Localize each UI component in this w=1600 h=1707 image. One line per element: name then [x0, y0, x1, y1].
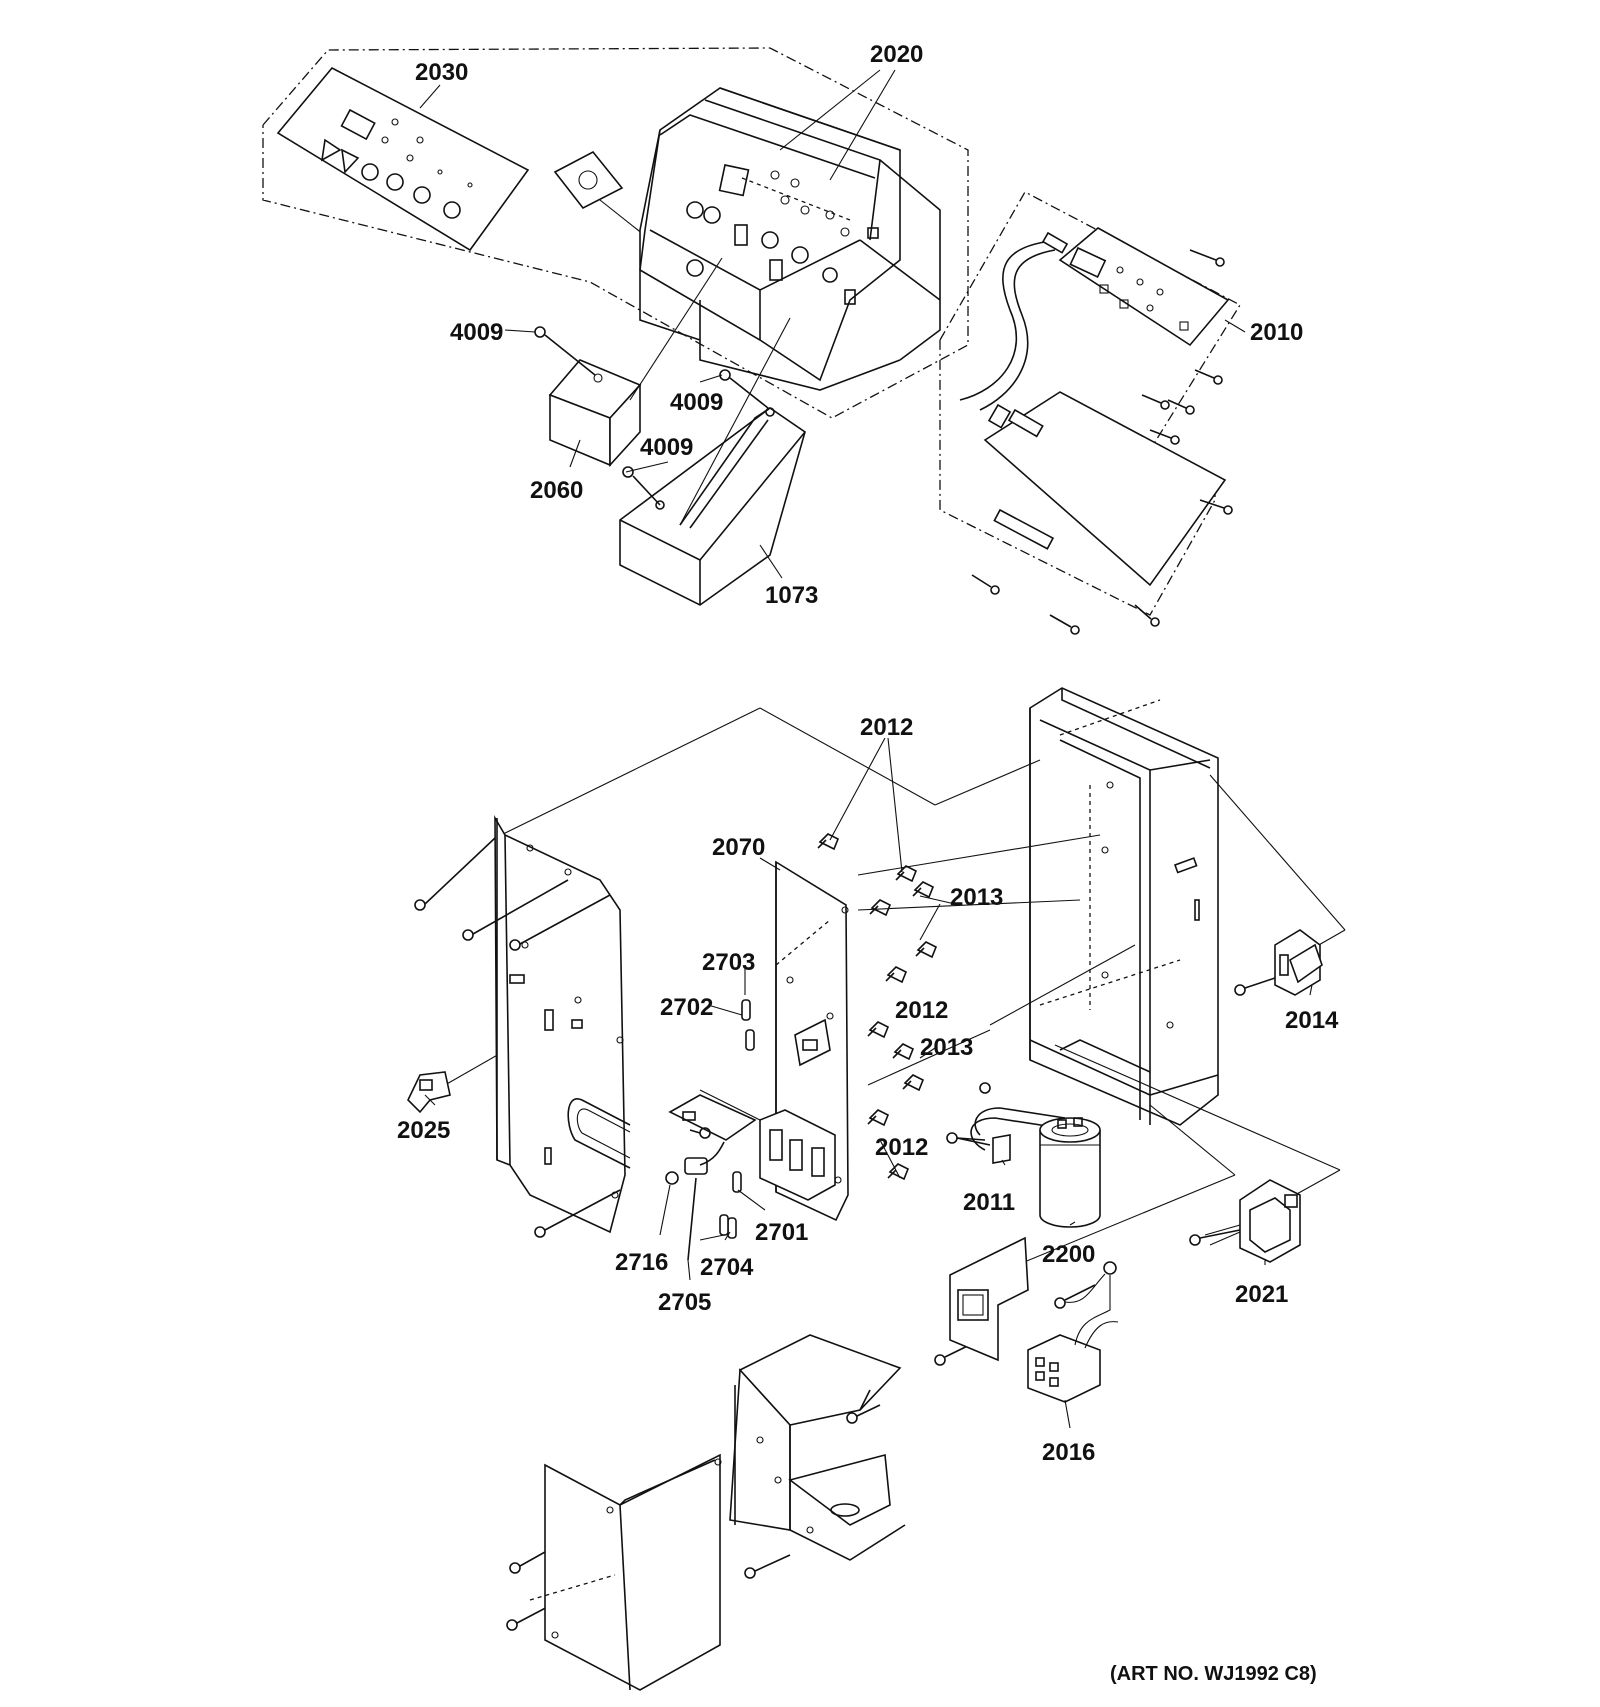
label-4009-b: 4009	[670, 389, 723, 416]
part-2021-component	[1204, 1179, 1301, 1263]
label-2016: 2016	[1042, 1439, 1095, 1466]
part-1073-cover	[619, 317, 806, 606]
part-2030-overlay-panel	[276, 66, 530, 252]
part-2060-cover	[534, 257, 723, 468]
label-2010: 2010	[1250, 319, 1303, 346]
label-2012-c: 2012	[875, 1134, 928, 1161]
label-2060: 2060	[530, 477, 583, 504]
label-4009-c: 4009	[640, 434, 693, 461]
lower-box-left	[529, 1453, 722, 1691]
plug-bracket	[949, 1236, 1029, 1362]
label-2021: 2021	[1235, 1281, 1288, 1308]
art-number: (ART NO. WJ1992 C8)	[1110, 1663, 1317, 1685]
label-2703: 2703	[702, 949, 755, 976]
label-2702: 2702	[660, 994, 713, 1021]
label-2701: 2701	[755, 1219, 808, 1246]
label-2012-a: 2012	[860, 714, 913, 741]
part-2016-plug	[1027, 1261, 1119, 1403]
label-2013-b: 2013	[920, 1034, 973, 1061]
label-2200: 2200	[1042, 1241, 1095, 1268]
label-2030: 2030	[415, 59, 468, 86]
label-2014: 2014	[1285, 1007, 1339, 1034]
relay-block	[668, 1089, 836, 1201]
label-4009-a: 4009	[450, 319, 503, 346]
label-2704: 2704	[700, 1254, 754, 1281]
label-2705: 2705	[658, 1289, 711, 1316]
part-2010-circuit-boards	[939, 191, 1241, 635]
electrical-box-assembly: 2012 2070 2013 2703 2702 2012 2013 2014 …	[397, 687, 1346, 1691]
leader-lines-bottom	[424, 737, 1313, 1429]
label-2025: 2025	[397, 1117, 450, 1144]
label-1073: 1073	[765, 582, 818, 609]
left-side-panel	[494, 815, 631, 1234]
back-housing	[1029, 687, 1219, 1126]
label-2070: 2070	[712, 834, 765, 861]
label-2013-a: 2013	[950, 884, 1003, 911]
part-2011-bracket	[956, 1107, 1066, 1164]
label-2012-b: 2012	[895, 997, 948, 1024]
part-2025-bracket	[407, 1071, 451, 1114]
lower-box-right	[729, 1334, 906, 1561]
control-panel-assembly: 2030 2020 2010 4009 4009 4009 2060 1073	[262, 41, 1303, 635]
part-2200-capacitor	[1039, 1117, 1101, 1228]
label-2716: 2716	[615, 1249, 668, 1276]
terminal-connectors	[665, 999, 755, 1261]
label-2020: 2020	[870, 41, 923, 68]
gasket-square	[553, 150, 624, 210]
wire-clips	[817, 833, 938, 1181]
part-2020-control-housing	[639, 87, 941, 391]
leader-lines-top	[419, 69, 1246, 579]
part-2014-component	[1274, 929, 1323, 996]
label-2011: 2011	[963, 1189, 1015, 1216]
